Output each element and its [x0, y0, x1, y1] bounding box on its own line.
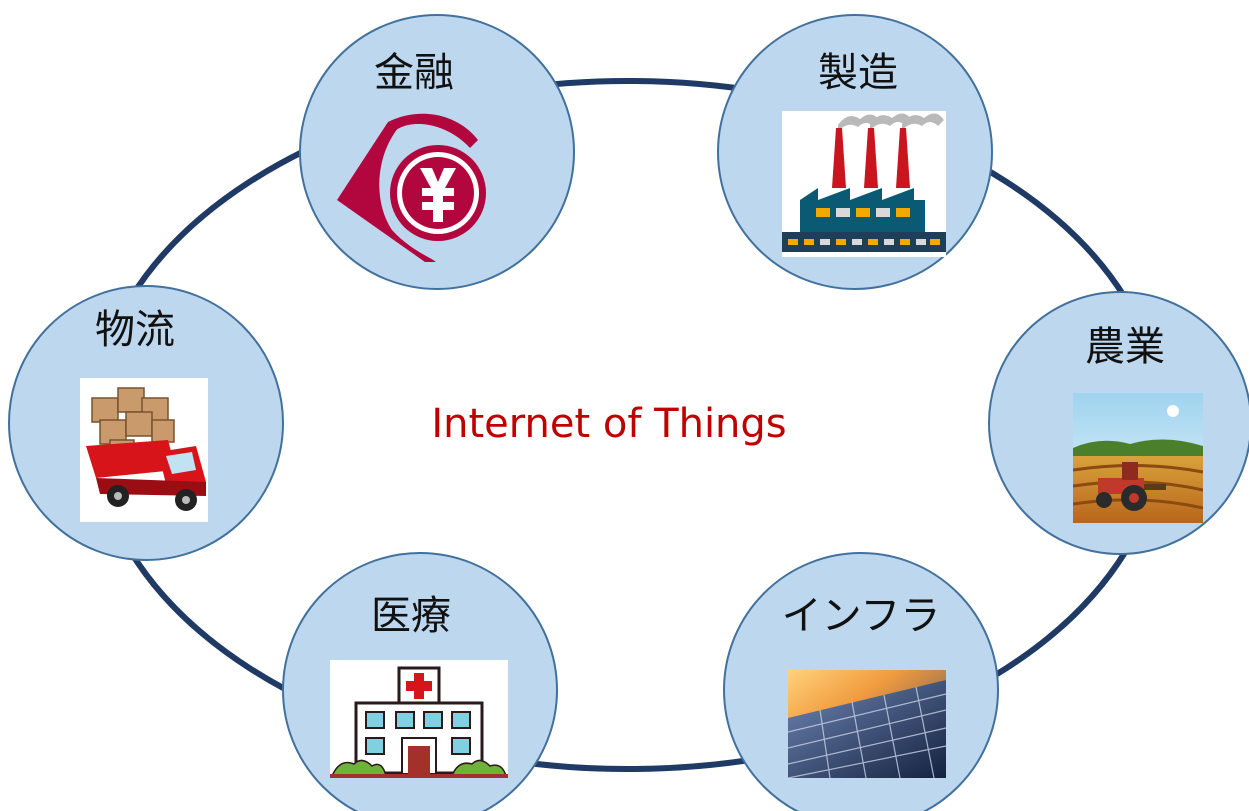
node-manufacturing: 製造 [717, 14, 993, 290]
hospital-icon [330, 660, 508, 778]
center-title: Internet of Things [431, 401, 786, 447]
tractor-field-icon [1073, 393, 1203, 523]
node-manufacturing-label: 製造 [818, 50, 898, 96]
node-finance: 金融 [299, 14, 575, 290]
node-medical: 医療 [282, 552, 558, 811]
node-infrastructure-label: インフラ [782, 593, 941, 639]
delivery-truck-icon [80, 378, 208, 522]
node-agriculture: 農業 [988, 291, 1249, 555]
solar-panel-icon [788, 670, 946, 778]
node-logistics-label: 物流 [95, 307, 175, 353]
node-agriculture-label: 農業 [1085, 324, 1165, 370]
node-logistics: 物流 [8, 285, 284, 561]
node-medical-label: 医療 [371, 593, 451, 639]
yen-finance-icon [337, 113, 486, 262]
node-infrastructure: インフラ [723, 552, 999, 811]
factory-icon [782, 111, 946, 257]
node-finance-label: 金融 [374, 50, 454, 96]
